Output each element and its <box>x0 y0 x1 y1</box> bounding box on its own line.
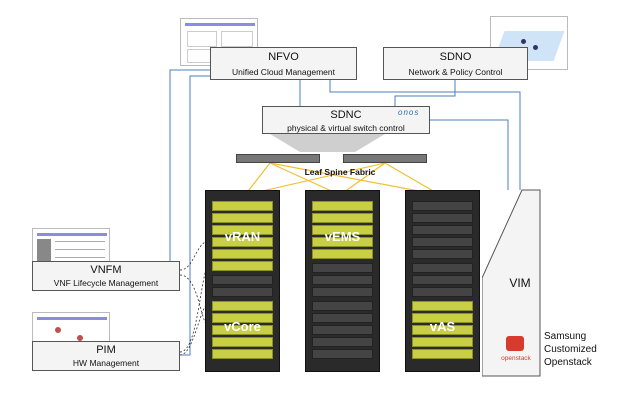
spine-switch-left <box>236 154 320 163</box>
sdno-box: SDNO Network & Policy Control <box>383 47 528 80</box>
rack2-top-label: vEMS <box>324 229 361 244</box>
vnfm-subtitle: VNF Lifecycle Management <box>53 278 159 288</box>
openstack-label-line1: Samsung <box>544 331 587 342</box>
pim-title: PIM <box>96 344 116 356</box>
pim-subtitle: HW Management <box>72 358 140 368</box>
nfvo-subtitle: Unified Cloud Management <box>231 67 335 77</box>
onos-logo: onos <box>398 108 420 117</box>
openstack-label-line2: Customized <box>544 344 597 355</box>
openstack-label: Samsung Customized Openstack <box>544 330 597 369</box>
spine-switch-right <box>343 154 427 163</box>
nfvo-title: NFVO <box>268 51 299 63</box>
rack-2: vEMS <box>305 190 380 372</box>
sdnc-box: SDNC physical & virtual switch control <box>262 106 430 134</box>
openstack-label-line3: Openstack <box>544 357 592 368</box>
openstack-logo-text: openstack <box>501 355 531 362</box>
rack3-bottom-label: vAS <box>429 319 456 334</box>
openstack-logo-icon <box>506 336 524 351</box>
sdno-title: SDNO <box>439 51 472 63</box>
sdnc-subtitle: physical & virtual switch control <box>287 123 405 133</box>
sdnc-title: SDNC <box>330 109 362 121</box>
sdno-subtitle: Network & Policy Control <box>408 67 503 77</box>
pim-box: PIM HW Management <box>32 341 180 371</box>
rack-3: vAS <box>405 190 480 372</box>
rack-1: vRAN vCore <box>205 190 280 372</box>
vim-shape <box>482 189 541 377</box>
vim-title: VIM <box>509 276 531 290</box>
vnfm-box: VNFM VNF Lifecycle Management <box>32 261 180 291</box>
rack1-bottom-label: vCore <box>224 319 261 334</box>
fabric-label: Leaf Spine Fabric <box>304 167 376 177</box>
nfvo-box: NFVO Unified Cloud Management <box>210 47 357 80</box>
vnfm-title: VNFM <box>90 264 122 276</box>
rack1-top-label: vRAN <box>224 229 261 244</box>
